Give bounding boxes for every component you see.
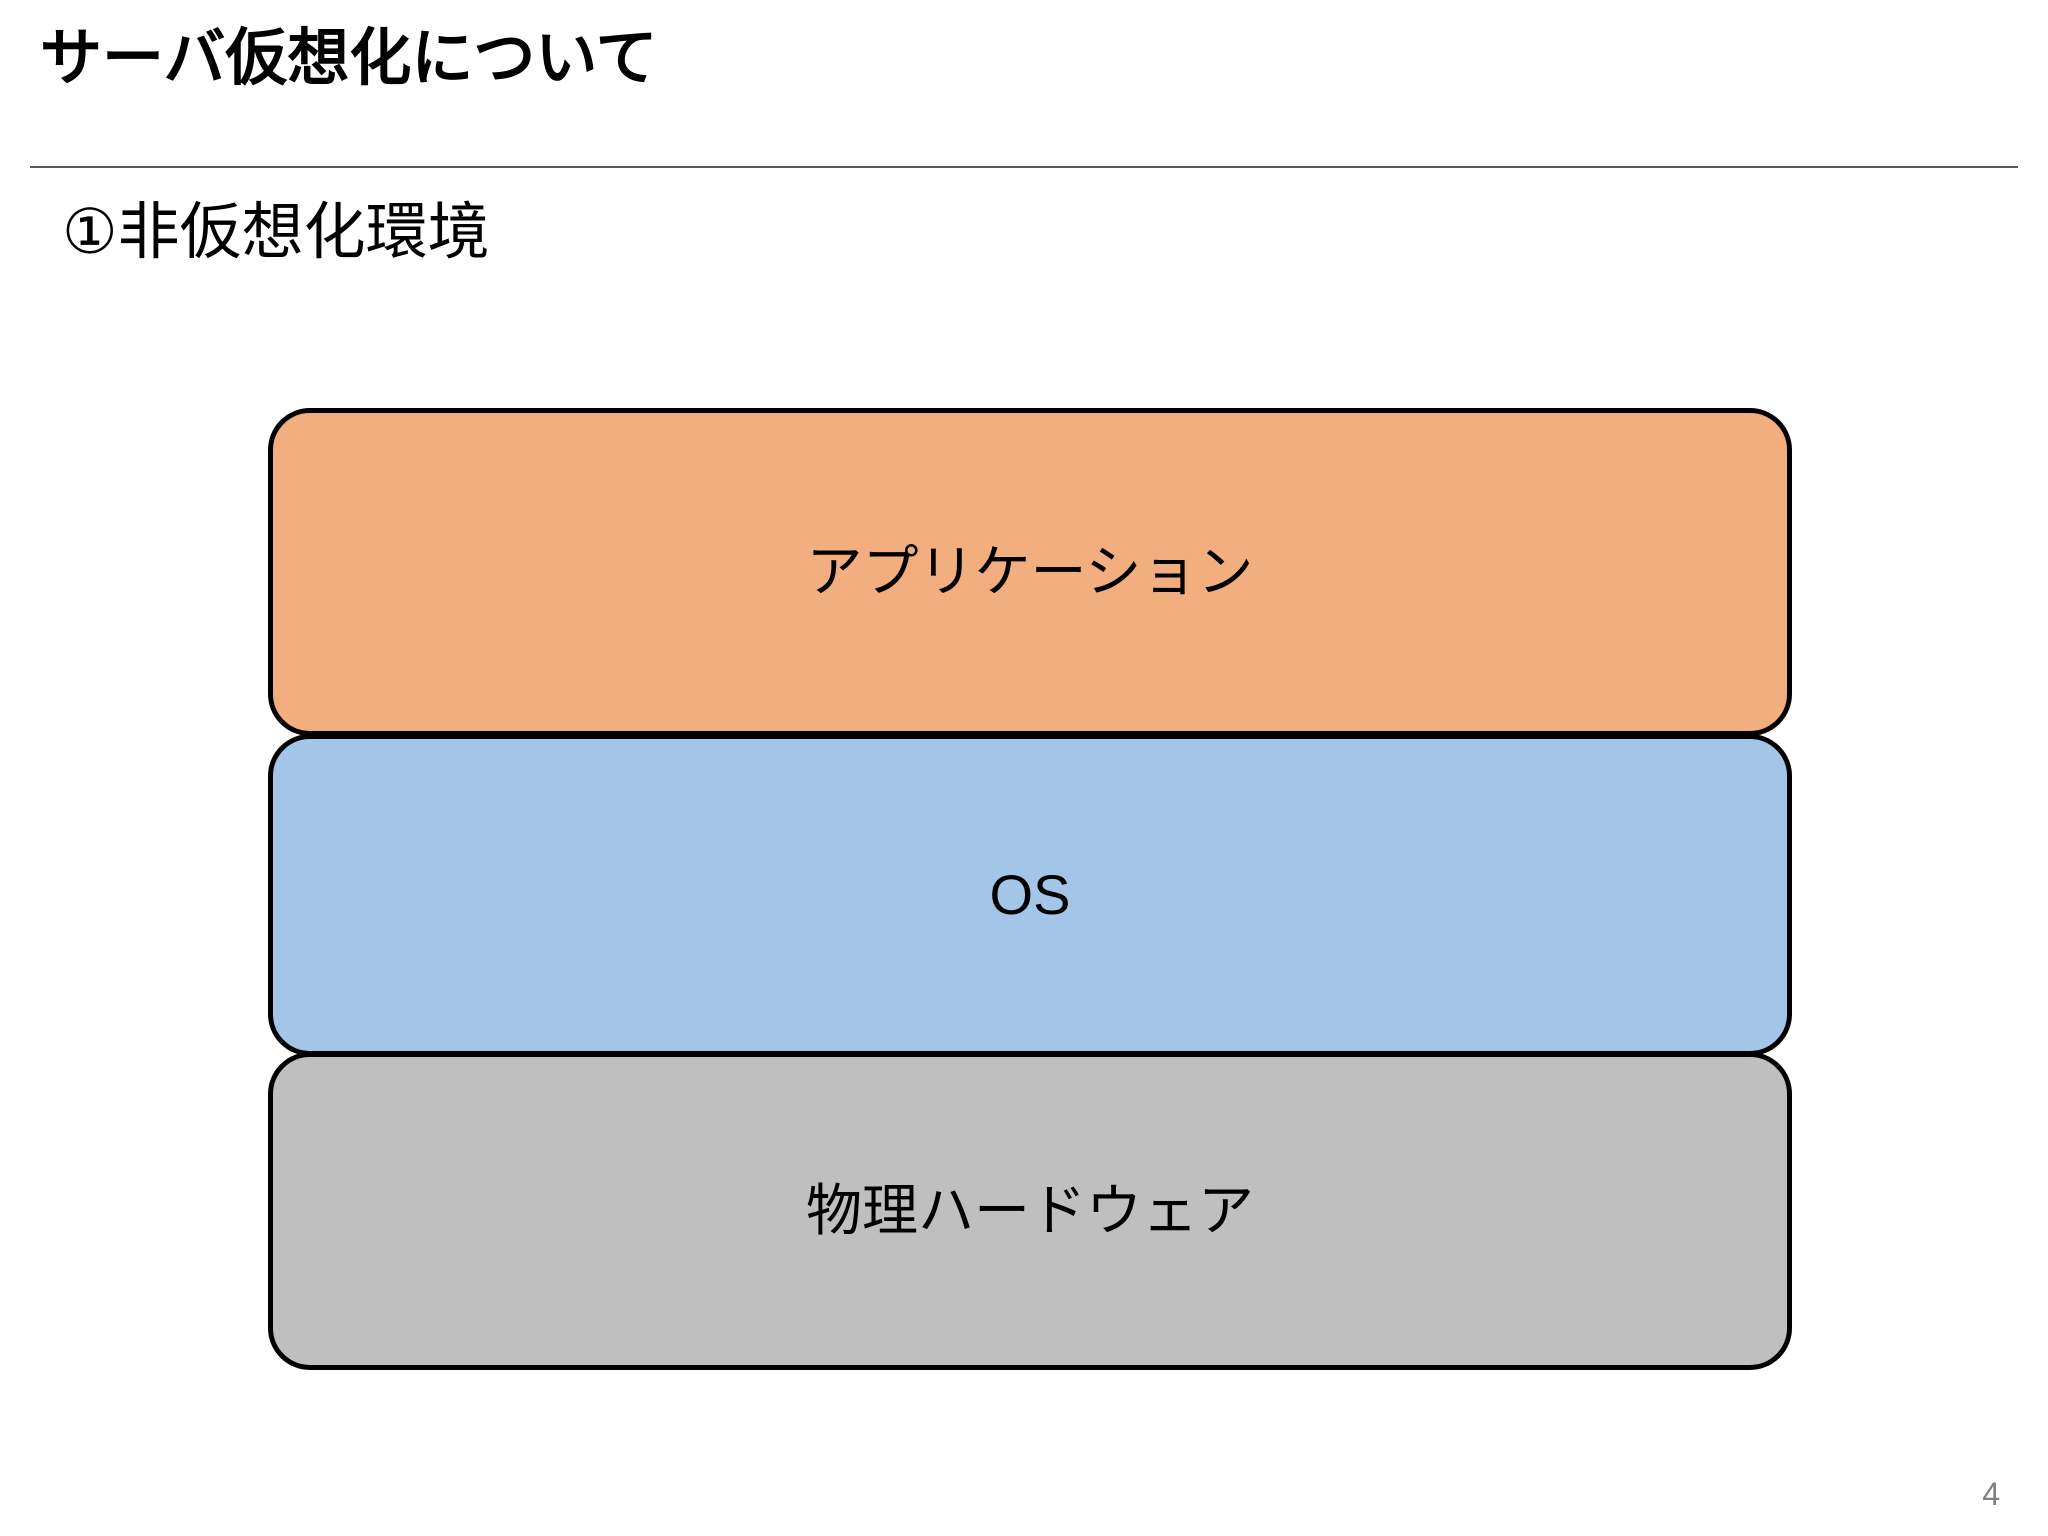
stack-layer-hardware: 物理ハードウェア xyxy=(268,1052,1792,1370)
stack-layer-hardware-label: 物理ハードウェア xyxy=(806,1179,1254,1243)
page-title: サーバ仮想化について xyxy=(40,24,658,93)
page-number: 4 xyxy=(1982,1476,2000,1512)
section-heading: ①非仮想化環境 xyxy=(62,198,490,267)
stack-layer-os: OS xyxy=(268,734,1792,1056)
stack-diagram: アプリケーション OS 物理ハードウェア xyxy=(268,408,1792,1370)
stack-layer-application-label: アプリケーション xyxy=(806,540,1254,604)
stack-layer-os-label: OS xyxy=(989,863,1071,927)
stack-layer-application: アプリケーション xyxy=(268,408,1792,736)
title-divider xyxy=(30,166,2018,168)
